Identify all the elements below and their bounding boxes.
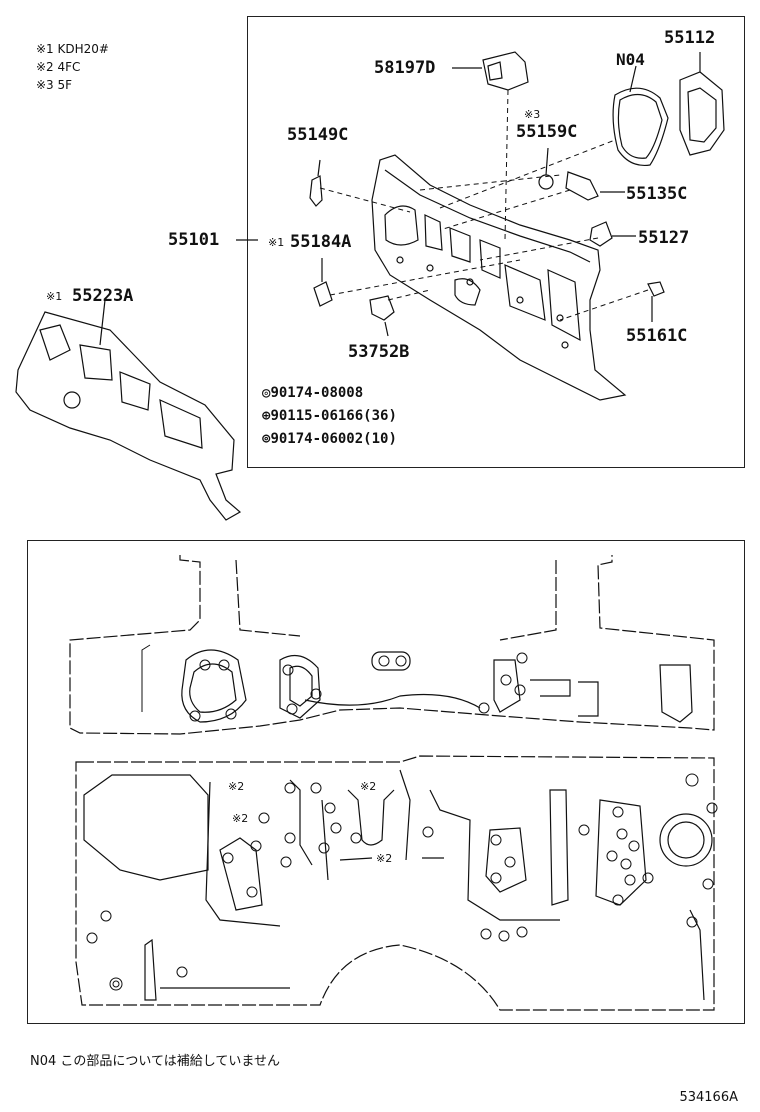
- fastener-row-2: ⊕90115-06166(36): [262, 408, 397, 424]
- label-55112: 55112: [664, 28, 716, 48]
- lower-diagram-frame: [27, 540, 745, 1024]
- mark-note-3: ※3: [524, 108, 541, 121]
- label-N04: N04: [616, 50, 645, 69]
- lower-mark-a: ※2: [228, 780, 245, 793]
- label-55223A: 55223A: [72, 286, 134, 306]
- fastener-part-number: 90115-06166(36): [270, 408, 397, 424]
- label-55135C: 55135C: [626, 184, 688, 204]
- label-55159C: 55159C: [516, 122, 578, 142]
- dash-panel-outline: [371, 154, 627, 401]
- note-1: ※1 KDH20#: [36, 42, 109, 56]
- label-55161C: 55161C: [626, 326, 688, 346]
- part-55161C: [647, 281, 665, 297]
- note-2: ※2 4FC: [36, 60, 81, 74]
- diagram-code: 534166A: [679, 1090, 738, 1105]
- label-55184A: 55184A: [290, 232, 352, 252]
- grommet-symbol-icon: ⊚: [262, 431, 271, 447]
- part-58197D: [482, 51, 529, 91]
- label-55101: 55101: [168, 230, 220, 250]
- part-55184A: [313, 281, 333, 307]
- mark-note-1a: ※1: [268, 236, 285, 249]
- label-55127: 55127: [638, 228, 690, 248]
- upper-diagram-frame: [247, 16, 745, 468]
- bolt-symbol-icon: ⊕: [262, 408, 271, 424]
- part-55127: [589, 221, 613, 247]
- label-53752B: 53752B: [348, 342, 410, 362]
- lower-bottom-outline: [75, 755, 715, 1011]
- lower-mark-b: ※2: [360, 780, 377, 793]
- part-55149C: [309, 175, 323, 207]
- lower-mark-c: ※2: [232, 812, 249, 825]
- label-55149C: 55149C: [287, 125, 349, 145]
- part-N04: [612, 87, 669, 167]
- clip-symbol-icon: ◎: [262, 385, 271, 401]
- note-3: ※3 5F: [36, 78, 73, 92]
- fastener-row-3: ⊚90174-06002(10): [262, 431, 397, 447]
- variant-notes: ※1 KDH20# ※2 4FC ※3 5F: [36, 40, 109, 94]
- part-55135C: [565, 171, 599, 201]
- fastener-part-number: 90174-08008: [270, 385, 364, 401]
- label-58197D: 58197D: [374, 58, 436, 78]
- fastener-part-number: 90174-06002(10): [270, 431, 397, 447]
- footer-note: N04 この部品については補給していません: [30, 1054, 280, 1069]
- lower-top-outline: [69, 555, 715, 735]
- part-55223A: [15, 311, 242, 521]
- part-55112: [679, 71, 725, 156]
- mark-note-1b: ※1: [46, 290, 63, 303]
- part-53752B: [369, 295, 395, 321]
- fastener-row-1: ◎90174-08008: [262, 385, 363, 401]
- lower-mark-d: ※2: [376, 852, 393, 865]
